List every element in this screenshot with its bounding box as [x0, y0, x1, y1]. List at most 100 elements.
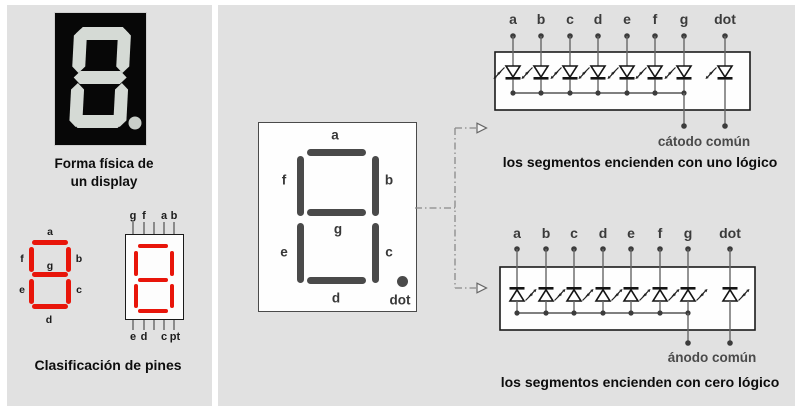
- anode-pin-label-dot: dot: [719, 225, 741, 241]
- photo-segment-g: [73, 71, 127, 84]
- red-label-a: a: [47, 226, 53, 238]
- pin-label-f: f: [142, 210, 146, 222]
- anode-col-e: e: [622, 225, 652, 316]
- photo-segment-d: [71, 115, 125, 128]
- cathode-col-g: g: [663, 11, 693, 129]
- cathode-col-b: b: [520, 11, 550, 96]
- pin-tick: [173, 318, 175, 330]
- anode-pin-label-b: b: [542, 225, 551, 241]
- center-segment-g: [307, 209, 366, 216]
- pin-tick: [163, 318, 165, 330]
- pin-tick: [143, 318, 145, 330]
- cathode-pin-label-a: a: [509, 11, 517, 27]
- cathode-col-e: e: [606, 11, 636, 96]
- cathode-col-a: a: [492, 11, 522, 96]
- photo-segment-a: [75, 27, 129, 40]
- center-segment-d: [307, 277, 366, 284]
- pin-seg-d: [138, 309, 168, 313]
- red-segment-e: [29, 279, 34, 304]
- anode-col-g: g: [679, 225, 709, 346]
- segment-reference-display: a f b g e c d dot: [258, 122, 417, 312]
- pin-label-a: a: [160, 210, 168, 222]
- cathode-col-f: f: [634, 11, 664, 96]
- pin-label-b: b: [170, 210, 178, 222]
- common-cathode-circuit: a b c d e f: [492, 11, 778, 170]
- red-label-e: e: [19, 284, 25, 296]
- pin-label-c: c: [160, 331, 168, 343]
- cathode-col-d: d: [577, 11, 607, 96]
- anode-pin-label-c: c: [570, 225, 578, 241]
- center-label-dot: dot: [389, 292, 411, 308]
- cathode-col-c: c: [549, 11, 579, 96]
- center-segment-a: [307, 149, 366, 156]
- anode-col-a: a: [508, 225, 538, 316]
- cathode-pin-label-g: g: [680, 11, 689, 27]
- pin-seg-g: [138, 278, 168, 282]
- red-label-c: c: [76, 284, 82, 296]
- pin-tick: [132, 318, 134, 330]
- cathode-circuit-box: [494, 51, 751, 111]
- red-segment-b: [66, 247, 71, 272]
- display-photo: [54, 12, 147, 146]
- red-label-b: b: [75, 253, 83, 265]
- anode-common-label: ánodo común: [668, 350, 757, 365]
- cathode-pin-label-c: c: [566, 11, 574, 27]
- cathode-circuit-caption: los segmentos encienden con uno lógico: [503, 154, 778, 170]
- cathode-col-dot: dot: [704, 11, 736, 129]
- photo-caption-line1: Forma física de: [54, 156, 154, 171]
- pin-tick: [163, 222, 165, 234]
- pin-tick: [173, 222, 175, 234]
- arrow-to-cathode-circuit-icon: [476, 122, 488, 134]
- center-decimal-dot: [397, 276, 408, 287]
- anode-pin-label-d: d: [599, 225, 608, 241]
- cathode-pin-label-d: d: [594, 11, 603, 27]
- cathode-pin-label-b: b: [537, 11, 546, 27]
- anode-col-f: f: [651, 225, 681, 316]
- center-label-d: d: [331, 290, 341, 306]
- pin-seg-e: [134, 284, 138, 308]
- photo-decimal-dot: [128, 116, 142, 130]
- photo-caption: Forma física de un display: [24, 155, 184, 191]
- common-anode-circuit: a b c d e f: [499, 225, 780, 390]
- anode-circuit-caption: los segmentos encienden con cero lógico: [501, 374, 780, 390]
- pin-caption: Clasificación de pines: [34, 357, 182, 373]
- cathode-common-label: cátodo común: [658, 134, 750, 149]
- center-label-a: a: [331, 127, 339, 143]
- pin-tick: [132, 222, 134, 234]
- pin-label-pt: pt: [169, 331, 181, 343]
- connector-arrows: [415, 122, 488, 294]
- center-segment-f: [297, 156, 304, 216]
- pin-tick: [153, 222, 155, 234]
- red-segment-f: [29, 247, 34, 272]
- red-segment-a: [32, 240, 68, 245]
- center-segment-b: [372, 156, 379, 216]
- center-segment-c: [372, 223, 379, 283]
- anode-pin-label-f: f: [658, 225, 663, 241]
- anode-col-c: c: [565, 225, 595, 316]
- red-segment-g: [32, 272, 68, 277]
- red-segment-d: [32, 304, 68, 309]
- center-label-g: g: [333, 221, 343, 237]
- pin-label-g: g: [129, 210, 137, 222]
- anode-pin-label-g: g: [684, 225, 693, 241]
- pin-seg-a: [138, 244, 168, 248]
- photo-seven-segment: [69, 27, 142, 130]
- cathode-pin-label-dot: dot: [714, 11, 736, 27]
- center-label-e: e: [280, 244, 288, 260]
- anode-col-b: b: [537, 225, 567, 316]
- arrow-to-anode-circuit-icon: [476, 282, 488, 294]
- cathode-pin-label-e: e: [623, 11, 631, 27]
- pin-seg-c: [170, 284, 174, 308]
- pin-seg-b: [170, 251, 174, 276]
- pin-tick: [143, 222, 145, 234]
- center-label-c: c: [385, 244, 393, 260]
- anode-col-d: d: [594, 225, 624, 316]
- center-label-b: b: [384, 172, 394, 188]
- cathode-pin-label-f: f: [653, 11, 658, 27]
- center-segment-e: [297, 223, 304, 283]
- anode-col-dot: dot: [719, 225, 751, 346]
- pin-label-d: d: [140, 331, 148, 343]
- pin-diagram-body: [125, 234, 184, 320]
- pin-tick: [153, 318, 155, 330]
- red-label-g: g: [46, 260, 54, 272]
